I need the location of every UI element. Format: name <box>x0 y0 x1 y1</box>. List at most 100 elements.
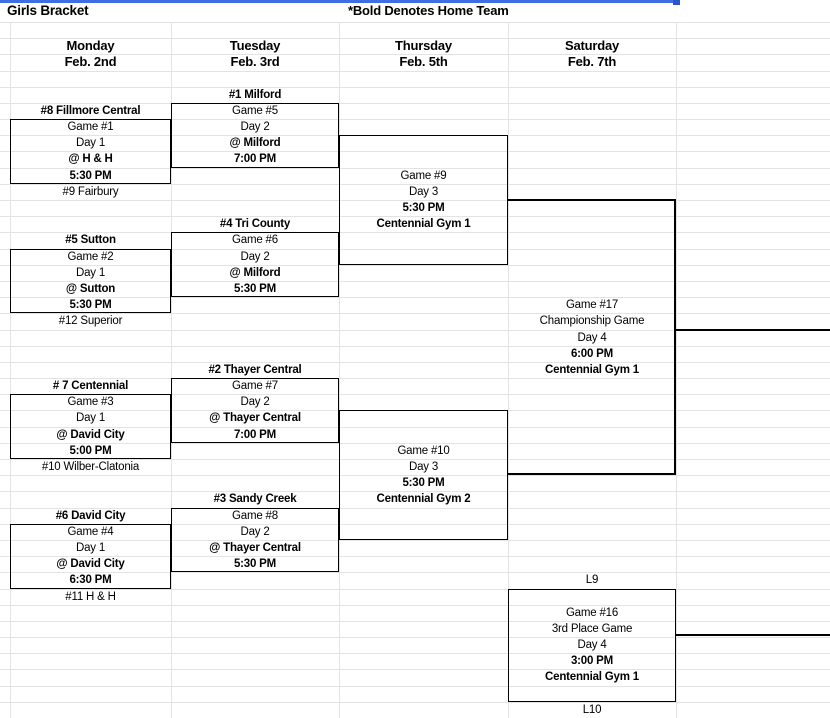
bracket-cell: #3 Sandy Creek <box>213 493 297 506</box>
bracket-cell: 6:30 PM <box>69 574 112 587</box>
gridline-horizontal <box>0 523 830 525</box>
bracket-cell: #2 Thayer Central <box>208 363 302 376</box>
gridline-horizontal <box>0 685 830 687</box>
bracket-cell: #4 Tri County <box>219 218 291 231</box>
day-header: Saturday <box>564 38 620 54</box>
gridline-horizontal <box>0 620 830 622</box>
bracket-cell: Game #10 <box>397 444 450 457</box>
bracket-cell: Day 2 <box>240 250 270 263</box>
bracket-cell: #10 Wilber-Clatonia <box>41 461 140 474</box>
bracket-cell: Day 2 <box>240 121 270 134</box>
bracket-cell: 7:00 PM <box>233 153 277 166</box>
date-header: Feb. 7th <box>567 54 617 70</box>
bracket-cell: Game #6 <box>232 234 278 247</box>
bracket-connector-line <box>508 199 676 202</box>
page-break-marker <box>673 0 680 5</box>
bracket-cell: Game #4 <box>67 525 114 538</box>
bracket-cell: 6:00 PM <box>570 347 614 360</box>
game-box <box>10 523 171 589</box>
bracket-cell: Game #5 <box>232 104 278 117</box>
gridline-horizontal <box>0 556 830 558</box>
gridline-horizontal <box>0 475 830 477</box>
date-header: Feb. 3rd <box>230 54 280 70</box>
gridline-horizontal <box>0 588 830 590</box>
home-team-note: *Bold Denotes Home Team <box>348 3 509 18</box>
bracket-cell: Centennial Gym 1 <box>376 218 471 231</box>
date-header: Feb. 2nd <box>64 54 117 70</box>
gridline-vertical <box>171 22 172 718</box>
bracket-cell: Game #7 <box>232 380 278 393</box>
gridline-horizontal <box>0 701 830 703</box>
bracket-connector-line <box>508 473 676 476</box>
gridline-horizontal <box>0 297 830 299</box>
bracket-cell: @ Thayer Central <box>209 412 301 425</box>
gridline-horizontal <box>0 248 830 250</box>
bracket-cell: @ Milford <box>229 266 281 279</box>
gridline-horizontal <box>0 200 830 202</box>
bracket-connector-line <box>674 199 676 476</box>
print-area-top-border <box>0 0 679 3</box>
bracket-cell: 5:30 PM <box>402 202 445 215</box>
gridline-horizontal <box>0 426 830 428</box>
gridline-horizontal <box>0 459 830 461</box>
bracket-cell: @ David City <box>56 428 125 441</box>
gridline-horizontal <box>0 264 830 266</box>
gridline-horizontal <box>0 394 830 396</box>
bracket-cell: # 7 Centennial <box>52 380 129 393</box>
bracket-cell: 5:00 PM <box>69 444 112 457</box>
gridline-horizontal <box>0 442 830 444</box>
gridline-horizontal <box>0 70 830 72</box>
gridline-horizontal <box>0 167 830 169</box>
gridline-horizontal <box>0 572 830 574</box>
bracket-cell: Day 3 <box>408 185 439 198</box>
bracket-cell: Day 1 <box>75 412 106 425</box>
game-box <box>10 119 171 184</box>
gridline-horizontal <box>0 280 830 282</box>
bracket-cell: 5:30 PM <box>233 558 277 571</box>
bracket-cell: Day 1 <box>75 541 106 554</box>
gridline-horizontal <box>0 151 830 153</box>
bracket-cell: Centennial Gym 1 <box>545 671 639 684</box>
gridline-horizontal <box>0 38 830 40</box>
bracket-cell: 7:00 PM <box>233 428 277 441</box>
gridline-horizontal <box>0 216 830 218</box>
gridline-horizontal <box>0 637 830 639</box>
gridline-horizontal <box>0 86 830 88</box>
gridline-horizontal <box>0 183 830 185</box>
game-box <box>171 102 339 168</box>
bracket-cell: Game #8 <box>232 509 278 522</box>
gridline-horizontal <box>0 22 830 23</box>
bracket-cell: Game #17 <box>565 299 619 312</box>
game-box <box>10 248 171 314</box>
game-box <box>339 135 508 265</box>
gridline-horizontal <box>0 313 830 315</box>
game-box <box>171 232 339 298</box>
bracket-cell: Centennial Gym 1 <box>545 363 639 376</box>
bracket-cell: Day 4 <box>577 639 607 652</box>
bracket-cell: Day 3 <box>408 461 439 474</box>
gridline-horizontal <box>0 102 830 104</box>
bracket-cell: Championship Game <box>539 315 645 328</box>
gridline-horizontal <box>0 507 830 509</box>
gridline-horizontal <box>0 604 830 606</box>
bracket-cell: Day 1 <box>75 266 106 279</box>
game-box <box>171 378 339 443</box>
bracket-cell: #12 Superior <box>58 315 123 328</box>
bracket-cell: #8 Fillmore Central <box>40 104 141 117</box>
gridline-vertical <box>676 22 677 718</box>
game-box <box>171 507 339 573</box>
bracket-connector-line <box>676 634 830 636</box>
gridline-horizontal <box>0 491 830 493</box>
bracket-cell: @ Thayer Central <box>209 541 301 554</box>
bracket-cell: Day 2 <box>240 525 270 538</box>
day-header: Thursday <box>395 38 452 54</box>
bracket-cell: 5:30 PM <box>402 477 445 490</box>
bracket-connector-line <box>676 328 830 331</box>
gridline-horizontal <box>0 378 830 380</box>
bracket-cell: Game #2 <box>67 250 114 263</box>
bracket-cell: Day 2 <box>240 396 270 409</box>
gridline-horizontal <box>0 329 830 331</box>
game-box <box>10 394 171 459</box>
bracket-cell: @ David City <box>56 558 125 571</box>
gridline-horizontal <box>0 345 830 347</box>
